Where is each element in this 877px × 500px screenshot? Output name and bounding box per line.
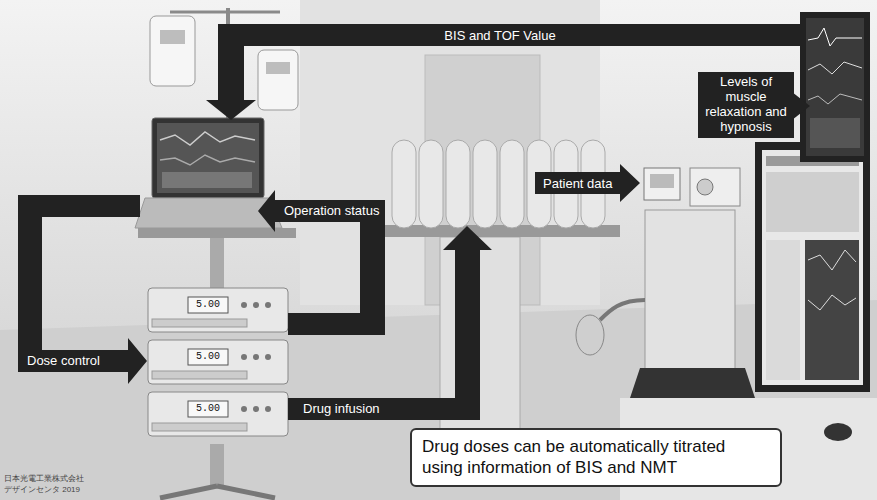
anesthesia-machine bbox=[645, 210, 735, 390]
patient-monitor-small bbox=[644, 168, 680, 200]
iv-bag bbox=[150, 16, 195, 86]
drug-infusion-arrow bbox=[288, 226, 492, 420]
syringe-pump bbox=[148, 288, 288, 332]
screen-trace bbox=[808, 28, 862, 46]
roller bbox=[446, 140, 470, 228]
small-screen bbox=[650, 174, 674, 188]
wall bbox=[0, 0, 877, 330]
breathing-hose bbox=[600, 300, 645, 320]
screen-table bbox=[766, 172, 859, 232]
vital-monitor bbox=[800, 12, 870, 162]
cart-leg bbox=[217, 486, 275, 498]
pump-button bbox=[253, 354, 259, 360]
pump-button bbox=[265, 302, 271, 308]
screen-panel bbox=[810, 118, 860, 148]
arrow-label: Operation status bbox=[281, 202, 382, 220]
pump-body bbox=[148, 340, 288, 384]
screen-chart bbox=[805, 240, 859, 380]
vital-screen bbox=[806, 18, 864, 156]
arrow-label: Dose control bbox=[24, 352, 103, 370]
pump-lcd bbox=[188, 297, 228, 313]
table-frame bbox=[385, 225, 620, 237]
mouse bbox=[824, 423, 852, 441]
roller bbox=[419, 140, 443, 228]
laptop-display bbox=[157, 123, 259, 193]
arrow-label: BIS and TOF Value bbox=[441, 27, 558, 45]
arrow-label: Drug infusion bbox=[300, 400, 383, 418]
iv-hanger bbox=[170, 11, 280, 14]
ventilator-unit bbox=[690, 168, 740, 206]
screen-trace bbox=[808, 295, 856, 310]
syringe-pump bbox=[148, 392, 288, 436]
iv-bag-label bbox=[266, 62, 290, 74]
iv-bag bbox=[258, 50, 298, 110]
cart-pole bbox=[210, 238, 224, 288]
screen-list bbox=[766, 240, 800, 380]
pump-button bbox=[265, 406, 271, 412]
screen-trace bbox=[160, 155, 255, 165]
note-box: Drug doses can be automatically titrated… bbox=[410, 428, 782, 487]
dial bbox=[697, 179, 713, 195]
pump-button bbox=[241, 354, 247, 360]
arrow-label: Patient data bbox=[540, 175, 615, 193]
note-text: Drug doses can be automatically titrated… bbox=[422, 436, 770, 479]
pump-lcd bbox=[188, 349, 228, 365]
dose-control-arrow bbox=[18, 195, 147, 384]
pump-syringe bbox=[152, 423, 247, 431]
syringe-pump bbox=[148, 340, 288, 384]
pump-body bbox=[148, 288, 288, 332]
keyboard bbox=[630, 368, 755, 398]
pump-button bbox=[241, 406, 247, 412]
screen-panel bbox=[162, 172, 252, 188]
pump-button bbox=[241, 302, 247, 308]
iv-bag-label bbox=[160, 30, 185, 44]
screen-trace bbox=[808, 250, 856, 270]
cart-shelf bbox=[138, 228, 296, 238]
pump-button bbox=[265, 354, 271, 360]
pump-lcd bbox=[188, 401, 228, 417]
cart-pole bbox=[210, 444, 224, 486]
roller bbox=[500, 140, 524, 228]
roller bbox=[392, 140, 416, 228]
pump-button bbox=[253, 406, 259, 412]
screen-trace bbox=[808, 94, 862, 104]
pump-button bbox=[253, 302, 259, 308]
patient-data-arrow bbox=[535, 164, 640, 202]
record-screen bbox=[762, 150, 863, 385]
arrow-label: Levels of muscle relaxation and hypnosis bbox=[698, 72, 794, 138]
roller bbox=[473, 140, 497, 228]
watermark: デザインセンタ 2019 bbox=[4, 485, 80, 495]
cart-leg bbox=[160, 486, 217, 498]
watermark: 日本光電工業株式会社 bbox=[4, 474, 84, 484]
pump-reading: 5.00 bbox=[196, 299, 220, 311]
screen-trace bbox=[160, 132, 255, 145]
laptop-screen bbox=[152, 118, 264, 198]
pump-syringe bbox=[152, 371, 247, 379]
breathing-bag bbox=[576, 315, 604, 355]
operation-status-arrow bbox=[258, 190, 385, 335]
pump-reading: 5.00 bbox=[196, 351, 220, 363]
screen-trace bbox=[808, 62, 862, 74]
pump-syringe bbox=[152, 319, 247, 327]
pump-reading: 5.00 bbox=[196, 403, 220, 415]
record-monitor bbox=[755, 142, 870, 392]
levels-arrowhead bbox=[792, 92, 810, 120]
pump-body bbox=[148, 392, 288, 436]
